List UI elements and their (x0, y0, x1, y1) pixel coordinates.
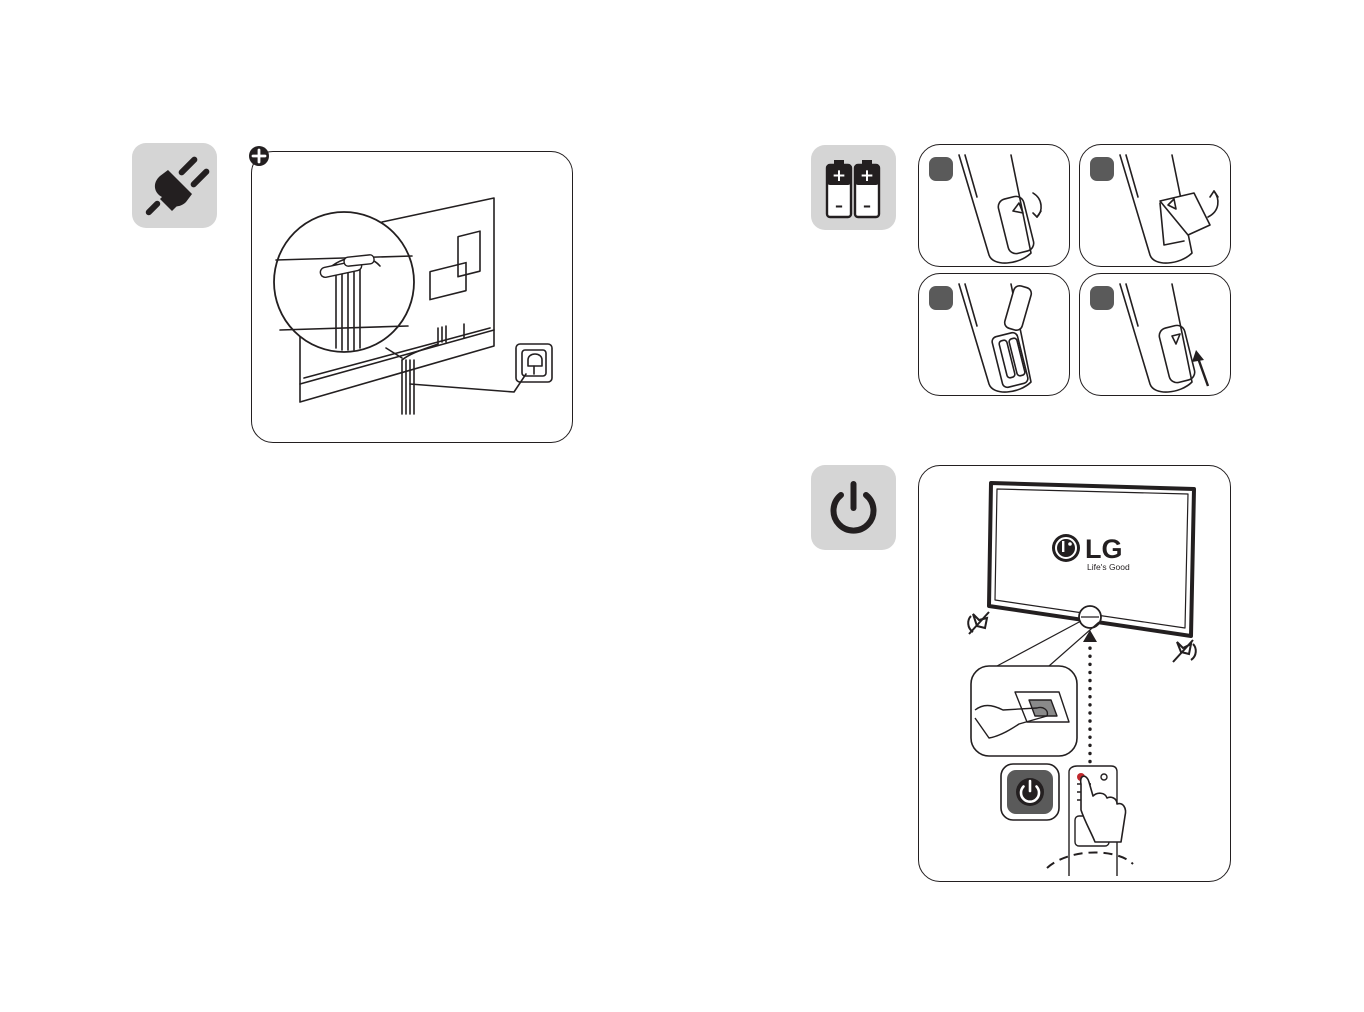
battery-step-1-open-cover (918, 144, 1070, 267)
step-badge-3 (929, 286, 953, 310)
step-badge-1 (929, 157, 953, 181)
power-on-illustration: LG Life's Good (918, 465, 1231, 882)
step-badge-2 (1090, 157, 1114, 181)
speaker-muted-icon (968, 612, 989, 634)
power-icon-tile (811, 465, 896, 550)
battery-minus-label: – (835, 196, 843, 215)
tv-tagline: Life's Good (1087, 562, 1130, 572)
power-icon (811, 465, 896, 550)
battery-plus-label: + (860, 166, 874, 186)
speaker-muted-icon (1173, 640, 1196, 662)
lg-logo: LG Life's Good (1052, 534, 1130, 572)
battery-step-4-close-cover (1079, 273, 1231, 396)
step-badge-4 (1090, 286, 1114, 310)
battery-minus-label: – (863, 196, 871, 215)
batteries-icon: + + – – (811, 145, 896, 230)
tv-logo-text: LG (1085, 534, 1123, 564)
battery-plus-label: + (832, 166, 846, 186)
plus-circle-icon (248, 145, 270, 167)
battery-step-3-insert-batteries (918, 273, 1070, 396)
plug-icon-tile (132, 143, 217, 228)
batteries-icon-tile: + + – – (811, 145, 896, 230)
battery-step-2-lift-cover (1079, 144, 1231, 267)
plug-icon (132, 143, 217, 228)
cable-management-illustration (251, 151, 573, 443)
power-icon (1016, 778, 1044, 806)
